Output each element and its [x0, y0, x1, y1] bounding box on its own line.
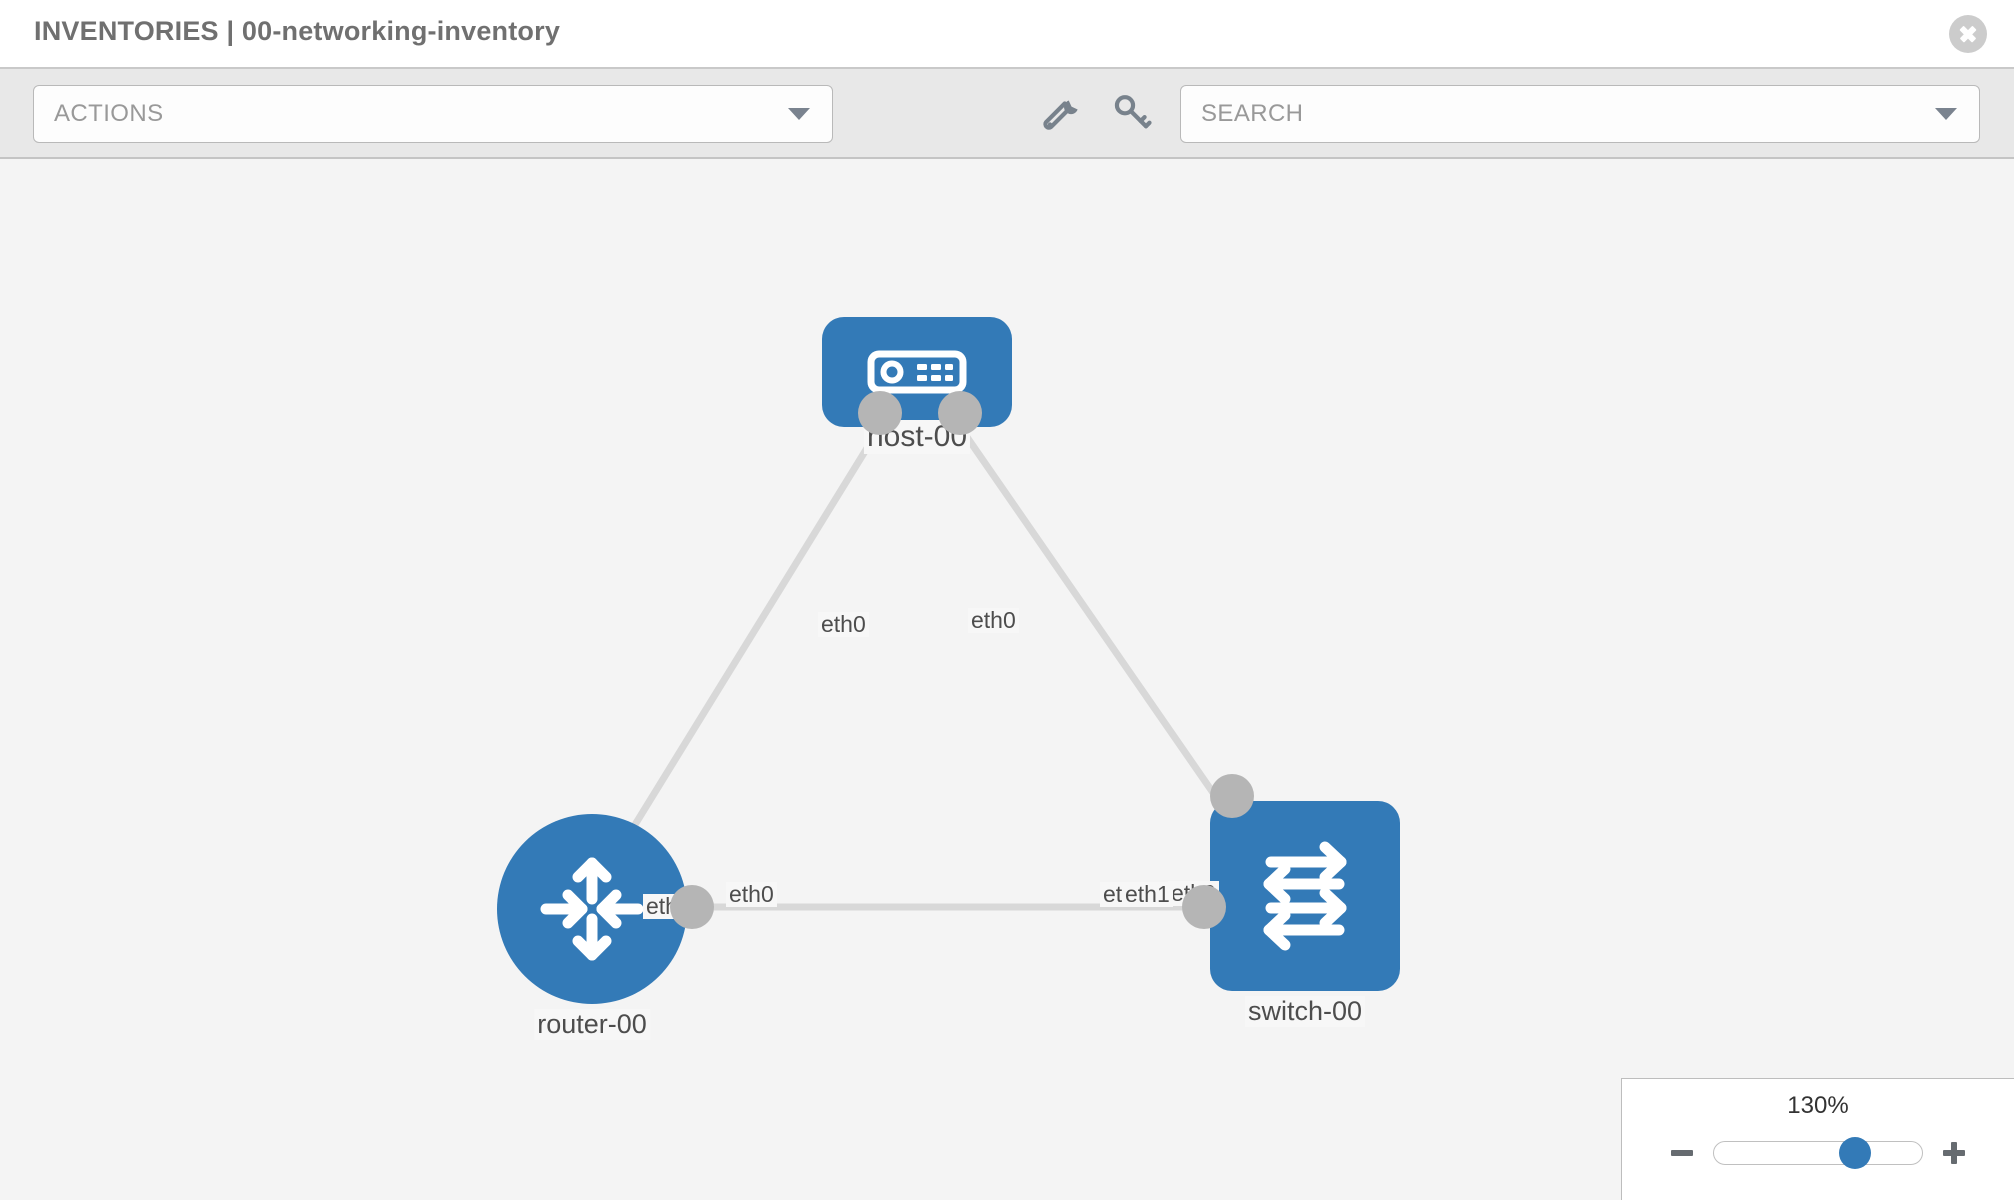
search-placeholder: SEARCH	[1201, 100, 1304, 127]
port-host-right[interactable]	[938, 391, 982, 435]
port-router-right[interactable]	[670, 885, 714, 929]
node-host-00[interactable]: host-00	[822, 317, 1012, 454]
server-icon	[867, 350, 967, 394]
actions-dropdown[interactable]: ACTIONS	[33, 85, 833, 143]
zoom-level-value: 130%	[1787, 1092, 1849, 1119]
link-label-host-left: eth0	[818, 611, 869, 638]
router-icon	[540, 857, 644, 961]
node-switch-00[interactable]: switch-00	[1210, 801, 1400, 1027]
link-label-router-right: eth0	[726, 881, 777, 908]
chevron-down-icon	[788, 108, 810, 120]
toolbar: ACTIONS SEARCH	[0, 69, 2014, 159]
link-host-router	[617, 425, 883, 851]
zoom-control-panel: 130%	[1621, 1078, 2014, 1200]
zoom-slider-handle[interactable]	[1839, 1137, 1872, 1169]
page-header: INVENTORIES | 00-networking-inventory	[0, 0, 2014, 69]
chevron-down-icon	[1935, 108, 1957, 120]
node-router-00-label: router-00	[534, 1009, 650, 1040]
zoom-controls-row	[1622, 1132, 2014, 1174]
port-switch-left[interactable]	[1182, 885, 1226, 929]
link-label-host-right: eth0	[968, 607, 1019, 634]
port-switch-top[interactable]	[1210, 774, 1254, 818]
topology-links	[617, 425, 1248, 911]
node-host-shape	[822, 317, 1012, 427]
actions-dropdown-label: ACTIONS	[54, 100, 164, 127]
close-icon[interactable]	[1949, 15, 1987, 53]
page-title: INVENTORIES | 00-networking-inventory	[34, 16, 561, 46]
wrench-icon[interactable]	[1043, 90, 1085, 137]
search-input[interactable]: SEARCH	[1180, 85, 1980, 143]
node-switch-00-label: switch-00	[1244, 996, 1366, 1027]
zoom-slider[interactable]	[1713, 1137, 1923, 1169]
plus-icon[interactable]	[1939, 1138, 1969, 1168]
node-switch-shape	[1210, 801, 1400, 991]
link-host-switch	[957, 425, 1248, 841]
port-host-left[interactable]	[858, 391, 902, 435]
key-icon[interactable]	[1111, 90, 1153, 137]
minus-icon[interactable]	[1667, 1138, 1697, 1168]
link-label-switch-left-front: eth1	[1122, 881, 1173, 908]
topology-canvas[interactable]: host-00	[0, 159, 2014, 1200]
switch-icon	[1263, 841, 1347, 951]
